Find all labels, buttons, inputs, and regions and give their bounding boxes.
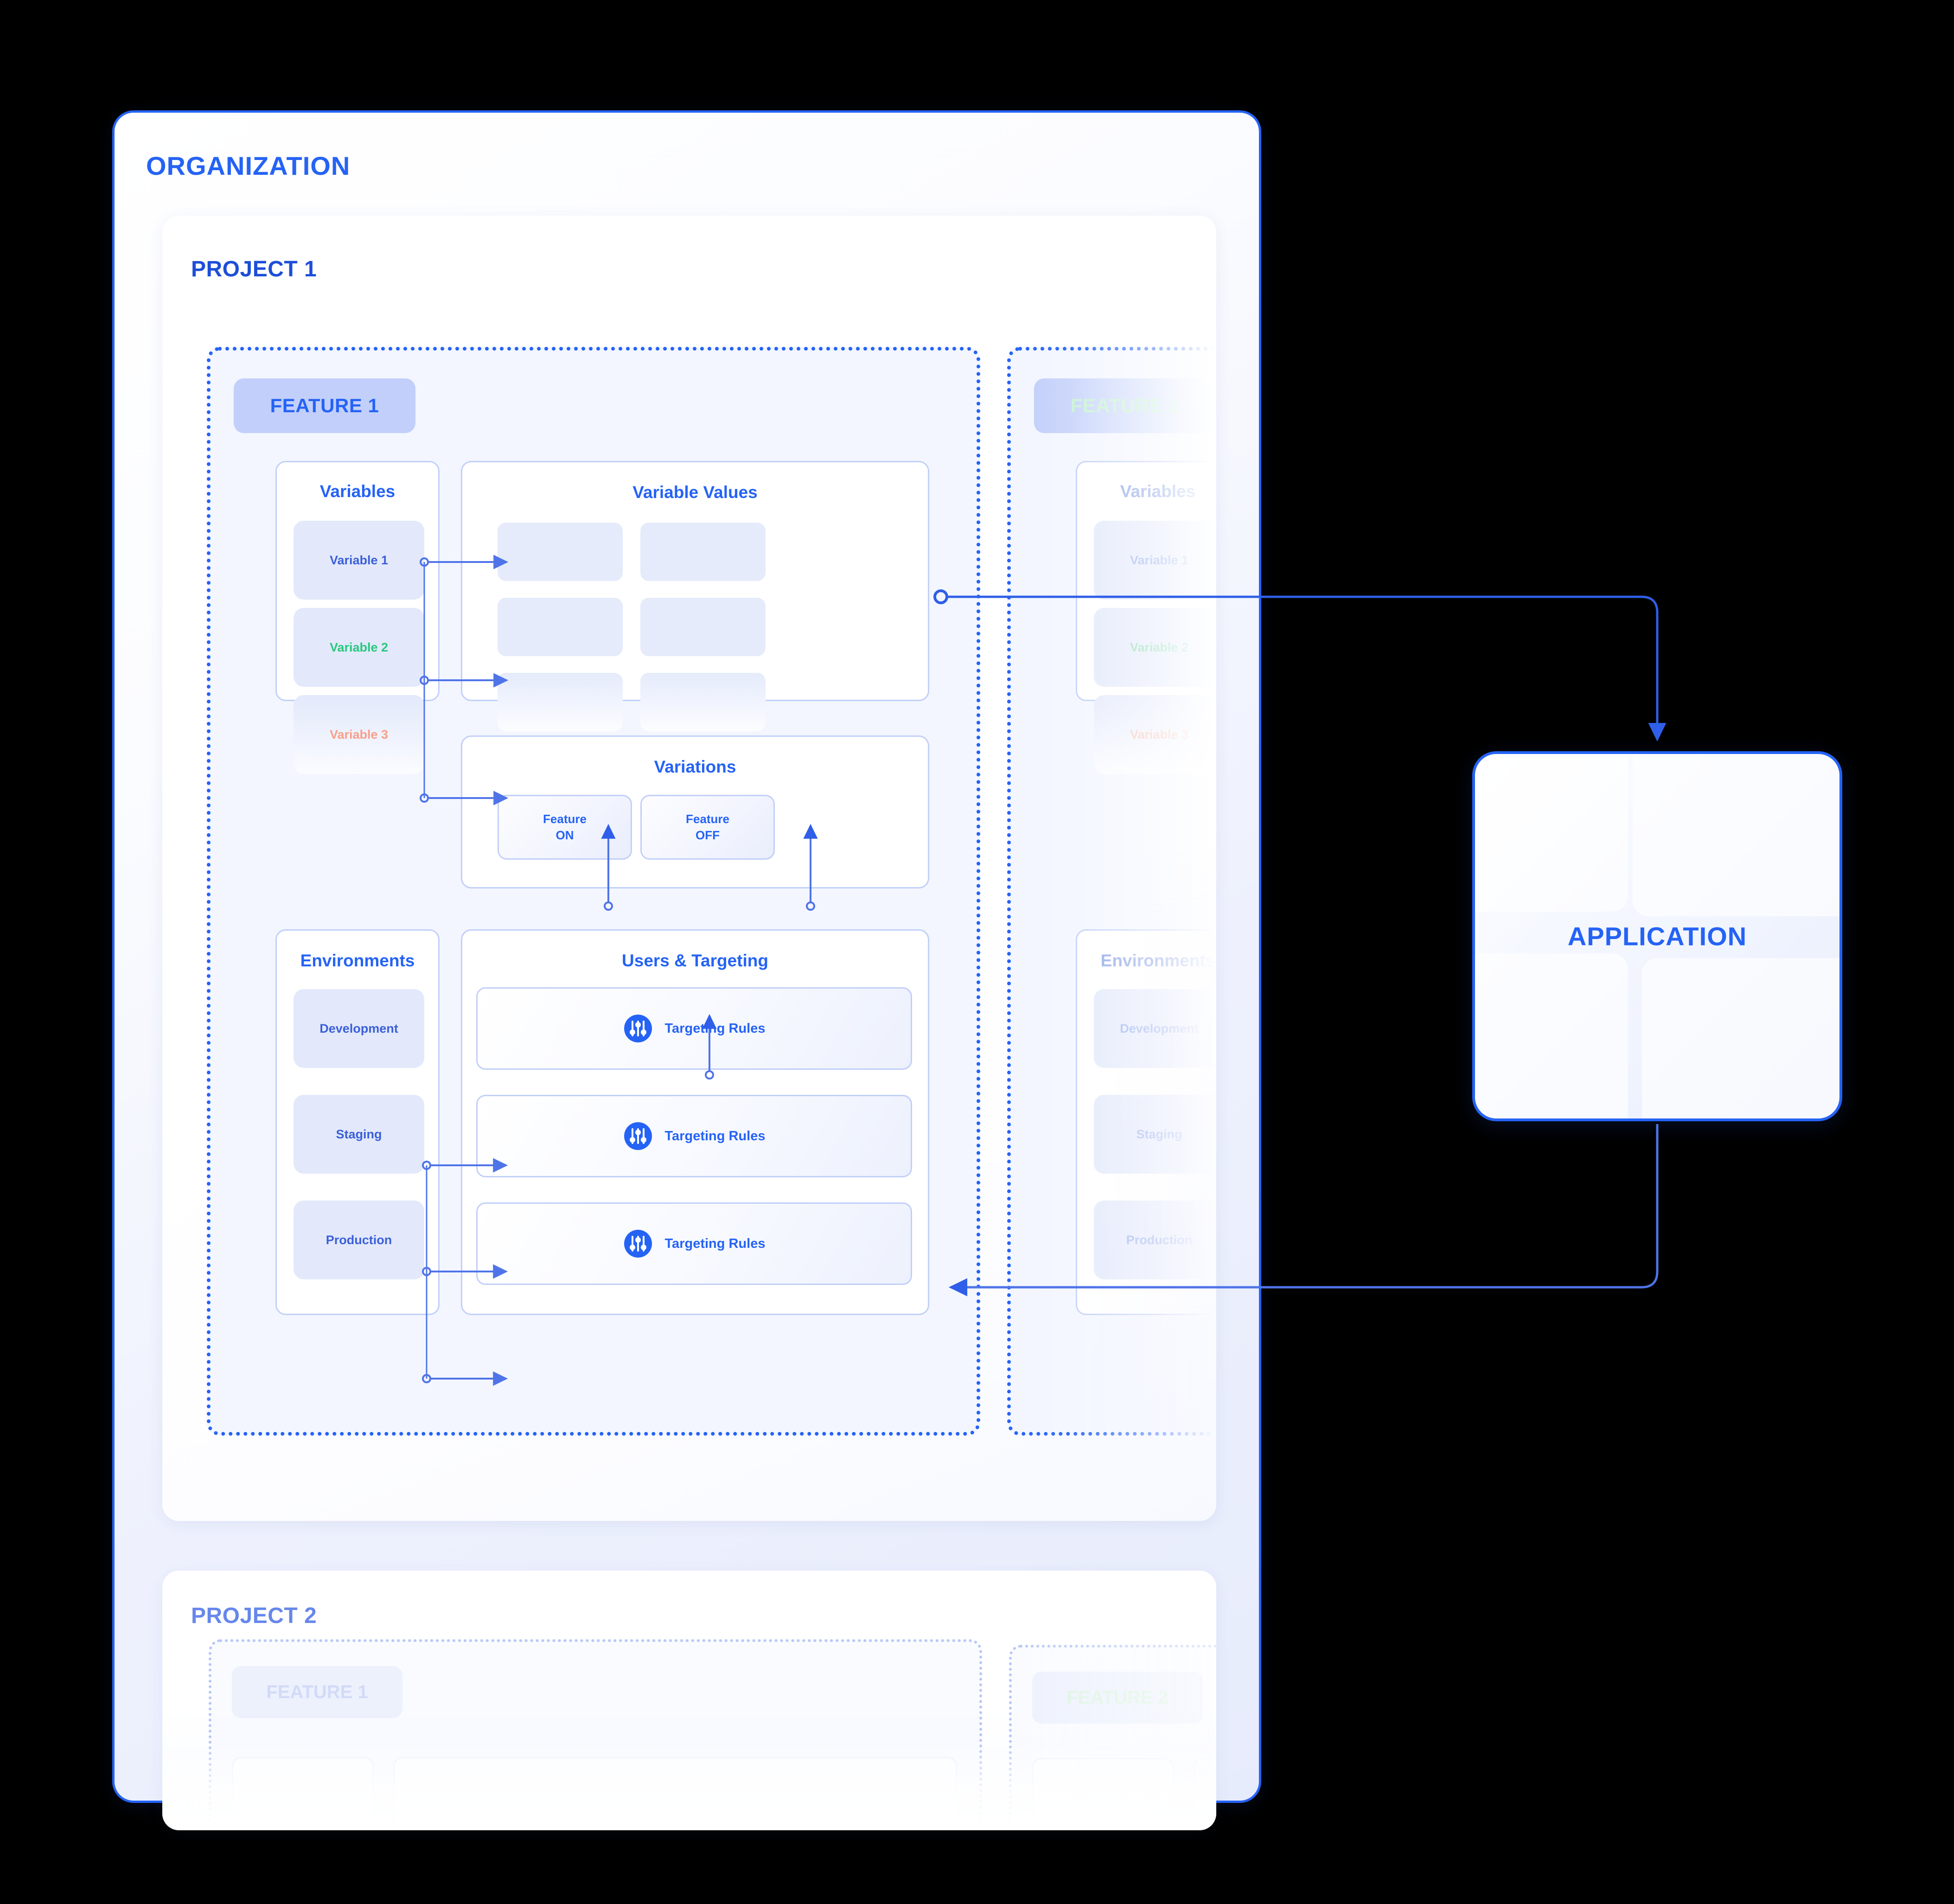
sliders-icon <box>624 1230 652 1258</box>
environment-chip-production[interactable]: Production <box>294 1201 424 1279</box>
feature-2-environments-panel: Environments Development Staging Product… <box>1076 929 1215 1315</box>
variation-feature-off[interactable]: Feature OFF <box>640 795 775 860</box>
project-2-card: PROJECT 2 FEATURE 1 FEATURE 2 <box>162 1571 1216 1830</box>
users-targeting-panel: Users & Targeting Targeting Rules <box>461 929 929 1315</box>
application-decoration-shape <box>1475 953 1628 1118</box>
application-decoration-shape <box>1633 754 1839 916</box>
variables-title: Variables <box>319 482 396 501</box>
feature-2-panel-clip: FEATURE 2 Variables Variable 1 Variable … <box>1007 347 1215 1436</box>
variation-on-line1: Feature <box>543 811 587 826</box>
environments-panel: Environments Development Staging Product… <box>275 929 440 1315</box>
targeting-rules-row-2[interactable]: Targeting Rules <box>476 1095 912 1177</box>
variation-off-line2: OFF <box>696 828 720 842</box>
application-box[interactable]: APPLICATION <box>1472 751 1842 1121</box>
targeting-rules-label-2: Targeting Rules <box>664 1128 766 1144</box>
project-2-feature-2[interactable]: FEATURE 2 <box>1009 1645 1216 1830</box>
targeting-rules-row-3[interactable]: Targeting Rules <box>476 1202 912 1285</box>
project-2-feature-1[interactable]: FEATURE 1 <box>209 1639 982 1830</box>
variable-value-cell[interactable] <box>640 673 766 731</box>
sliders-icon <box>624 1015 652 1042</box>
sliders-icon <box>624 1122 652 1150</box>
environments-title: Environments <box>300 951 415 970</box>
targeting-rules-label-1: Targeting Rules <box>664 1021 766 1036</box>
variable-chip-3[interactable]: Variable 3 <box>294 695 424 774</box>
feature-1-badge: FEATURE 1 <box>234 378 415 433</box>
project-2-feature-1-badge: FEATURE 1 <box>232 1666 402 1718</box>
users-targeting-title: Users & Targeting <box>622 951 768 970</box>
variation-on-line2: ON <box>556 828 574 842</box>
targeting-rules-row-1[interactable]: Targeting Rules <box>476 987 912 1070</box>
variations-title: Variations <box>654 757 736 776</box>
p2-placeholder-box <box>1194 1758 1216 1830</box>
p2-placeholder-box <box>1032 1758 1174 1830</box>
application-title: APPLICATION <box>1567 921 1747 951</box>
variable-value-cell[interactable] <box>498 673 623 731</box>
project-2-title: PROJECT 2 <box>191 1604 317 1628</box>
feature-2-variable-chip-1[interactable]: Variable 1 <box>1094 521 1215 600</box>
variations-panel: Variations Feature ON Feature OFF <box>461 735 929 888</box>
project-1-title: PROJECT 1 <box>191 257 317 281</box>
feature-2-variables-panel: Variables Variable 1 Variable 2 Variable… <box>1076 461 1215 774</box>
variation-off-line1: Feature <box>686 811 729 826</box>
organization-title: ORGANIZATION <box>146 151 351 180</box>
variables-panel: Variables Variable 1 Variable 2 Variable… <box>275 461 440 774</box>
variable-chip-1[interactable]: Variable 1 <box>294 521 424 600</box>
feature-2-environment-production[interactable]: Production <box>1094 1201 1215 1279</box>
p2-placeholder-box <box>232 1757 374 1830</box>
feature-2-badge: FEATURE 2 <box>1034 378 1215 433</box>
feature-2-variables-title: Variables <box>1120 482 1196 501</box>
application-decoration-shape <box>1475 754 1628 912</box>
environment-chip-development[interactable]: Development <box>294 989 424 1068</box>
p2-placeholder-box <box>393 1757 957 1830</box>
feature-2-environments-title: Environments <box>1100 951 1215 970</box>
feature-2-environment-development[interactable]: Development <box>1094 989 1215 1068</box>
feature-2-environment-staging[interactable]: Staging <box>1094 1095 1215 1174</box>
feature-2-variable-chip-3[interactable]: Variable 3 <box>1094 695 1215 774</box>
feature-1-panel[interactable]: FEATURE 1 Variables Variable 1 Variable … <box>207 347 980 1436</box>
feature-2-variable-chip-2[interactable]: Variable 2 <box>1094 608 1215 687</box>
variable-value-cell[interactable] <box>640 598 766 656</box>
variable-value-cell[interactable] <box>498 523 623 581</box>
project-2-feature-2-badge: FEATURE 2 <box>1032 1672 1203 1724</box>
application-decoration-shape <box>1642 958 1839 1118</box>
variable-value-cell[interactable] <box>498 598 623 656</box>
variable-value-cell[interactable] <box>640 523 766 581</box>
variation-feature-on[interactable]: Feature ON <box>498 795 632 860</box>
environment-chip-staging[interactable]: Staging <box>294 1095 424 1174</box>
variable-values-panel: Variable Values <box>461 461 929 731</box>
variable-values-title: Variable Values <box>632 483 758 502</box>
feature-2-panel[interactable]: FEATURE 2 Variables Variable 1 Variable … <box>1007 347 1215 1436</box>
variable-chip-2[interactable]: Variable 2 <box>294 608 424 687</box>
targeting-rules-label-3: Targeting Rules <box>664 1236 766 1251</box>
